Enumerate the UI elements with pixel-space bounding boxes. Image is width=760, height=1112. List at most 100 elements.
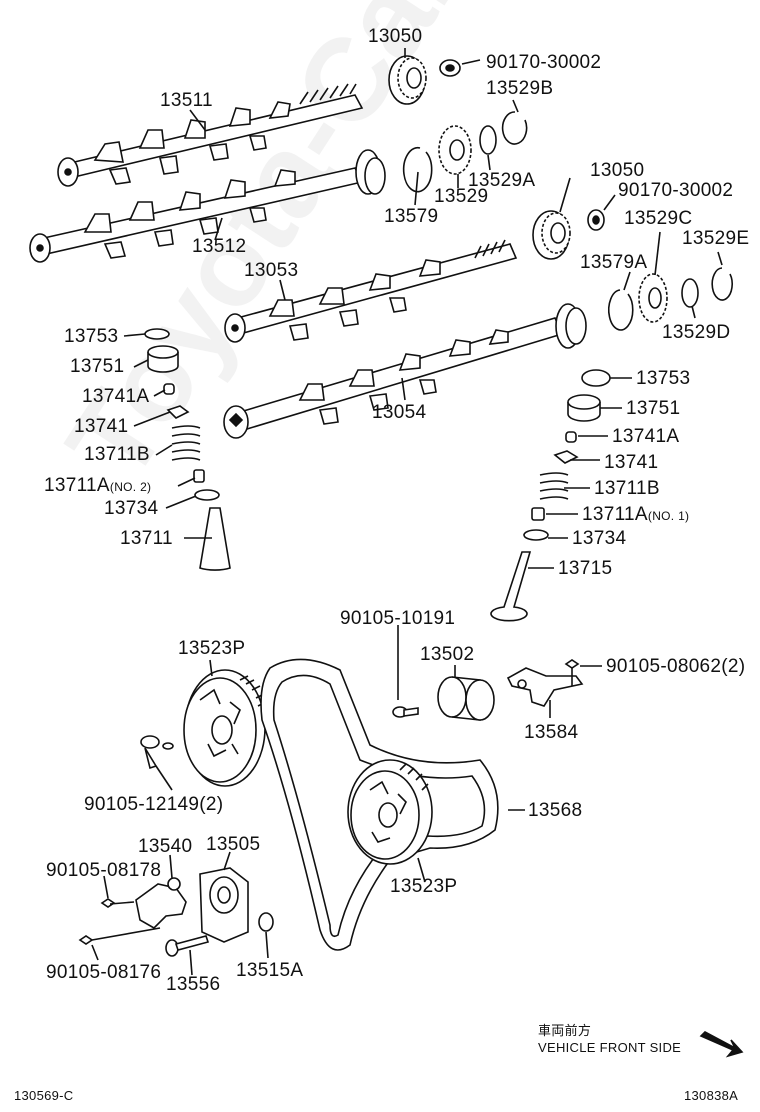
vehicle-front-english: VEHICLE FRONT SIDE	[538, 1040, 682, 1055]
label-13751-right: 13751	[626, 398, 681, 419]
label-13711A-right-suffix: (NO. 1)	[647, 509, 690, 523]
label-13529D: 13529D	[662, 322, 731, 343]
bolt-13556	[165, 935, 210, 957]
label-13711: 13711	[120, 528, 173, 549]
timing-pulley-13523P-upper	[183, 669, 267, 787]
leader-13753a	[123, 333, 146, 337]
label-13734-right: 13734	[572, 528, 627, 549]
label-13053: 13053	[244, 260, 299, 281]
leader-13512	[214, 217, 223, 241]
leader-13734a	[165, 495, 197, 509]
label-13529C: 13529C	[624, 208, 693, 229]
leader-13053	[279, 279, 286, 301]
nut-90170-upper	[439, 59, 461, 77]
gear-13529	[438, 125, 472, 175]
label-13711A-no2: 13711A(NO. 2)	[44, 475, 151, 497]
label-13711B-left: 13711B	[84, 444, 150, 465]
valve-assembly-right	[490, 369, 611, 622]
label-13715: 13715	[558, 558, 613, 579]
snap-ring-13529E	[711, 267, 733, 301]
leader-13523p-a	[209, 659, 213, 677]
leader-13523p-b	[417, 857, 426, 883]
label-13711A-no1: 13711A(NO. 1)	[582, 504, 689, 526]
leader-13741aa	[153, 389, 166, 397]
cam-gear-13050-lower	[532, 210, 571, 260]
label-13741-right: 13741	[604, 452, 659, 473]
leader-13711aa	[177, 477, 196, 487]
label-13711A-right-code: 13711A	[582, 504, 648, 525]
nut-90170-lower	[587, 209, 605, 231]
leader-90170a	[461, 59, 481, 65]
label-90105-12149: 90105-12149(2)	[84, 794, 224, 815]
leader-13505	[223, 851, 231, 871]
label-13753-left: 13753	[64, 326, 119, 347]
label-13054: 13054	[372, 402, 427, 423]
leader-90105-12149	[155, 765, 173, 791]
leader-13054	[401, 377, 406, 401]
leader-13711ba	[155, 444, 173, 456]
leader-13511	[189, 109, 206, 131]
label-13741-left: 13741	[74, 416, 129, 437]
leader-13050b	[559, 177, 571, 213]
label-13579A: 13579A	[580, 252, 648, 273]
figure-code-left: 130569-C	[14, 1088, 74, 1103]
ring-13529D	[681, 278, 699, 308]
ring-13529A	[479, 125, 497, 155]
bolt-90105-08178	[100, 898, 135, 908]
cam-gear-13050-upper	[388, 55, 427, 105]
label-13505: 13505	[206, 834, 261, 855]
idler-pulley-13502	[437, 676, 495, 721]
leader-13540	[169, 854, 173, 879]
bolt-90105-10191	[392, 706, 419, 718]
leader-13579	[414, 171, 419, 206]
bracket-13584	[506, 667, 584, 707]
camshaft-13054	[223, 303, 587, 439]
label-13741A-right: 13741A	[612, 426, 680, 447]
leader-13556	[189, 949, 193, 976]
leader-13529e	[717, 251, 723, 266]
label-13711A-left-suffix: (NO. 2)	[109, 480, 152, 494]
label-13050-upper: 13050	[368, 26, 423, 47]
label-13511: 13511	[160, 90, 213, 111]
leader-13529b	[512, 99, 519, 113]
figure-code-right: 130838A	[684, 1088, 739, 1103]
snap-ring-13579	[402, 146, 433, 193]
label-13523P-upper: 13523P	[178, 638, 246, 659]
label-13515A: 13515A	[236, 960, 304, 981]
snap-ring-13579A	[607, 289, 634, 331]
label-13568: 13568	[528, 800, 583, 821]
leader-90105-08176	[91, 944, 99, 961]
camshaft-13511	[57, 83, 364, 187]
bolt-90105-08176	[78, 927, 161, 945]
label-90170-30002-lower: 90170-30002	[618, 180, 734, 201]
label-13529A: 13529A	[468, 170, 536, 191]
label-90105-08176: 90105-08176	[46, 962, 162, 983]
tensioner-13505	[199, 867, 249, 943]
label-13529E: 13529E	[682, 228, 750, 249]
leader-13751a	[133, 359, 149, 368]
label-13711A-left-code: 13711A	[44, 475, 110, 496]
vehicle-front-arrow-icon	[699, 1031, 744, 1058]
washer-left	[162, 742, 174, 750]
label-13529: 13529	[434, 186, 489, 207]
leader-90170b	[603, 194, 616, 211]
label-13579: 13579	[384, 206, 439, 227]
label-13584: 13584	[524, 722, 579, 743]
valve-assembly-left	[144, 328, 231, 571]
label-13751-left: 13751	[70, 356, 125, 377]
label-13050-lower: 13050	[590, 160, 645, 181]
gear-13529C	[638, 273, 668, 323]
label-13753-right: 13753	[636, 368, 691, 389]
camshaft-13053	[224, 239, 518, 343]
label-13523P-lower: 13523P	[390, 876, 458, 897]
vehicle-front-japanese: 車両前方	[538, 1023, 592, 1038]
leader-90105-08178	[103, 875, 109, 899]
label-90105-10191: 90105-10191	[340, 608, 456, 629]
label-13502: 13502	[420, 644, 475, 665]
bolt-90105-08062	[564, 659, 580, 686]
label-90105-08178: 90105-08178	[46, 860, 162, 881]
label-90105-08062: 90105-08062(2)	[606, 656, 746, 677]
label-13540: 13540	[138, 836, 193, 857]
label-90170-30002-upper: 90170-30002	[486, 52, 602, 73]
